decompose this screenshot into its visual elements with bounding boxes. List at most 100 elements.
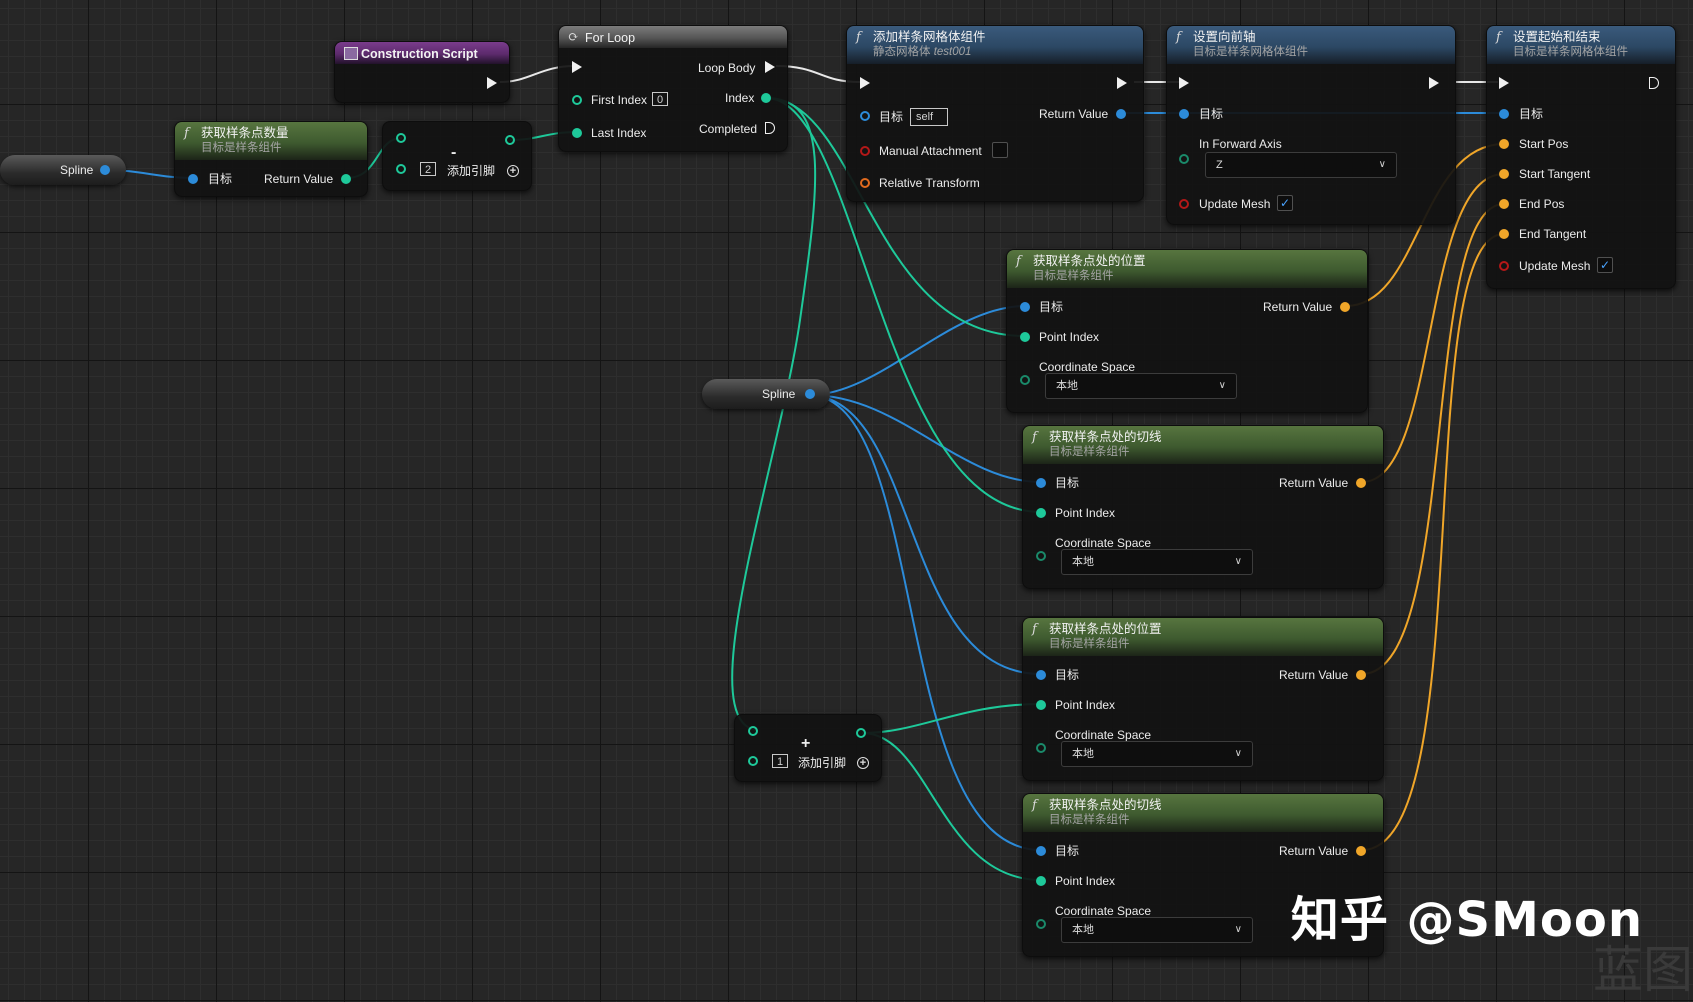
get-points-return-pin[interactable] <box>341 174 351 184</box>
subtract-value-box[interactable]: 2 <box>420 162 436 176</box>
fn-coord-pin[interactable] <box>1036 743 1046 753</box>
start-tangent-pin[interactable] <box>1499 169 1509 179</box>
fn-coord-dropdown[interactable]: 本地 ∨ <box>1061 549 1253 575</box>
get-tangent-at-point-node-2[interactable]: f 获取样条点处的切线 目标是样条组件 目标 Return Value Poin… <box>1022 793 1384 957</box>
for-loop-node[interactable]: ⟳ For Loop Loop Body First Index 0 Index… <box>558 25 788 152</box>
get-tangent-at-point-node[interactable]: f 获取样条点处的切线 目标是样条组件 目标 Return Value Poin… <box>1022 425 1384 589</box>
get-location-at-point-node[interactable]: f 获取样条点处的位置 目标是样条组件 目标 Return Value Poin… <box>1006 249 1368 413</box>
add-mesh-target-pin[interactable] <box>860 111 870 121</box>
function-icon: f <box>856 30 861 45</box>
fn-target-pin[interactable] <box>1036 670 1046 680</box>
fn-return-pin[interactable] <box>1356 846 1366 856</box>
for-loop-completed-pin[interactable] <box>765 122 775 134</box>
add-output-pin[interactable] <box>856 728 866 738</box>
fn-target-pin[interactable] <box>1020 302 1030 312</box>
fn-point-index-pin[interactable] <box>1036 508 1046 518</box>
set-axis-forward-label: In Forward Axis <box>1199 137 1282 151</box>
subtract-output-pin[interactable] <box>505 135 515 145</box>
set-axis-forward-dropdown[interactable]: Z ∨ <box>1205 152 1397 178</box>
set-axis-update-mesh-checkbox[interactable]: ✓ <box>1277 195 1293 211</box>
set-axis-forward-pin[interactable] <box>1179 154 1189 164</box>
end-pos-pin[interactable] <box>1499 199 1509 209</box>
spline-output-pin[interactable] <box>100 165 110 175</box>
fn-subtitle: 目标是样条组件 <box>1049 814 1130 826</box>
fn-coord-dropdown[interactable]: 本地 ∨ <box>1045 373 1237 399</box>
for-loop-first-index-pin[interactable] <box>572 95 582 105</box>
fn-target-pin[interactable] <box>1036 478 1046 488</box>
add-add-pin-icon[interactable]: + <box>857 757 869 769</box>
fn-coord-pin[interactable] <box>1036 919 1046 929</box>
wire-add-fn3 <box>861 703 1042 734</box>
set-axis-exec-in-pin[interactable] <box>1179 77 1189 89</box>
fn-title: 获取样条点处的切线 <box>1049 430 1162 444</box>
end-tangent-pin[interactable] <box>1499 229 1509 239</box>
chevron-down-icon: ∨ <box>1378 159 1386 170</box>
set-start-end-exec-out-pin[interactable] <box>1649 77 1659 89</box>
for-loop-first-index-box[interactable]: 0 <box>652 92 668 106</box>
get-spline-points-header: f 获取样条点数量 目标是样条组件 <box>175 122 367 160</box>
fn-header: f 获取样条点处的位置 目标是样条组件 <box>1023 618 1383 656</box>
set-axis-target-pin[interactable] <box>1179 109 1189 119</box>
fn-coord-dropdown[interactable]: 本地 ∨ <box>1061 917 1253 943</box>
set-start-end-node[interactable]: f 设置起始和结束 目标是样条网格体组件 目标 Start Pos Start … <box>1486 25 1676 289</box>
fn-coord-dropdown[interactable]: 本地 ∨ <box>1061 741 1253 767</box>
set-axis-update-mesh-pin[interactable] <box>1179 199 1189 209</box>
fn-coord-pin[interactable] <box>1020 375 1030 385</box>
set-start-end-update-mesh-pin[interactable] <box>1499 261 1509 271</box>
add-input-b-pin[interactable] <box>748 756 758 766</box>
add-add-pin-label[interactable]: 添加引脚 <box>798 756 847 770</box>
subtract-input-b-pin[interactable] <box>396 164 406 174</box>
fn-target-pin[interactable] <box>1036 846 1046 856</box>
add-input-a-pin[interactable] <box>748 726 758 736</box>
subtract-add-pin-icon[interactable]: + <box>507 165 519 177</box>
fn-return-pin[interactable] <box>1356 670 1366 680</box>
construction-script-node[interactable]: Construction Script <box>334 41 510 103</box>
set-axis-exec-out-pin[interactable] <box>1429 77 1439 89</box>
add-mesh-relative-transform-pin[interactable] <box>860 178 870 188</box>
fn-header: f 获取样条点处的位置 目标是样条组件 <box>1007 250 1367 288</box>
add-mesh-manual-attachment-pin[interactable] <box>860 146 870 156</box>
spline-2-output-pin[interactable] <box>805 389 815 399</box>
add-mesh-self-box[interactable]: self <box>910 108 948 126</box>
set-start-end-target-pin[interactable] <box>1499 109 1509 119</box>
get-points-target-pin[interactable] <box>188 174 198 184</box>
for-loop-last-index-pin[interactable] <box>572 128 582 138</box>
subtract-input-a-pin[interactable] <box>396 133 406 143</box>
start-pos-pin[interactable] <box>1499 139 1509 149</box>
for-loop-completed-label: Completed <box>699 122 758 136</box>
for-loop-body-pin[interactable] <box>765 61 775 73</box>
function-icon: f <box>1032 622 1037 637</box>
spline-variable-node-2[interactable]: Spline <box>702 379 830 409</box>
get-location-at-point-node-2[interactable]: f 获取样条点处的位置 目标是样条组件 目标 Return Value Poin… <box>1022 617 1384 781</box>
add-spline-mesh-title: 添加样条网格体组件 <box>873 30 986 44</box>
fn-point-index-pin[interactable] <box>1036 876 1046 886</box>
for-loop-exec-in-pin[interactable] <box>572 61 582 73</box>
construction-exec-out-pin[interactable] <box>487 77 497 89</box>
for-loop-index-pin[interactable] <box>761 93 771 103</box>
set-start-end-update-mesh-checkbox[interactable]: ✓ <box>1597 257 1613 273</box>
subtract-add-pin-label[interactable]: 添加引脚 <box>447 164 496 178</box>
fn-return-pin[interactable] <box>1340 302 1350 312</box>
add-spline-mesh-node[interactable]: f 添加样条网格体组件 静态网格体 test001 目标 self Return… <box>846 25 1144 202</box>
get-spline-points-node[interactable]: f 获取样条点数量 目标是样条组件 目标 Return Value <box>174 121 368 197</box>
add-node[interactable]: + 1 添加引脚 + <box>734 714 882 782</box>
add-mesh-manual-attachment-checkbox[interactable] <box>992 142 1008 158</box>
fn-return-label: Return Value <box>1263 300 1333 314</box>
set-start-end-title: 设置起始和结束 <box>1513 30 1601 44</box>
add-mesh-return-pin[interactable] <box>1116 109 1126 119</box>
set-forward-axis-node[interactable]: f 设置向前轴 目标是样条网格体组件 目标 In Forward Axis Z … <box>1166 25 1456 225</box>
construction-script-title: Construction Script <box>361 47 478 61</box>
subtract-symbol: - <box>451 144 457 161</box>
add-mesh-exec-out-pin[interactable] <box>1117 77 1127 89</box>
spline-variable-node[interactable]: Spline <box>0 155 126 185</box>
subtract-node[interactable]: - 2 添加引脚 + <box>382 121 532 191</box>
set-start-end-exec-in-pin[interactable] <box>1499 77 1509 89</box>
fn-coord-pin[interactable] <box>1036 551 1046 561</box>
fn-point-index-pin[interactable] <box>1036 700 1046 710</box>
add-mesh-exec-in-pin[interactable] <box>860 77 870 89</box>
fn-point-index-pin[interactable] <box>1020 332 1030 342</box>
fn-coord-value: 本地 <box>1072 748 1094 760</box>
add-value-box[interactable]: 1 <box>772 754 788 768</box>
function-icon: f <box>1032 798 1037 813</box>
fn-return-pin[interactable] <box>1356 478 1366 488</box>
